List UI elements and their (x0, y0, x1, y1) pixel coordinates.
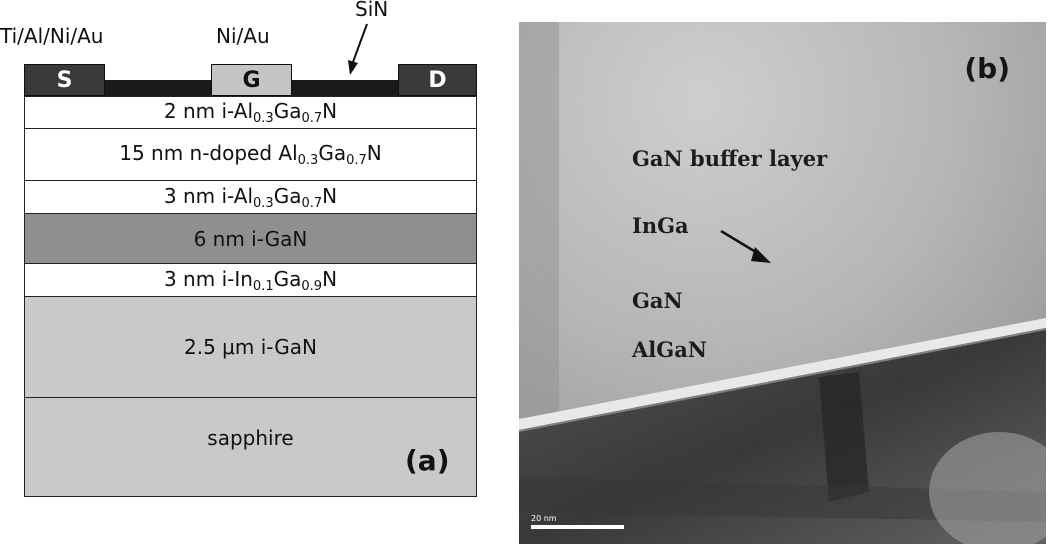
gan-buffer-label: GaN buffer layer (632, 146, 828, 171)
drain-contact-label: D (428, 67, 447, 93)
layer-ingan: 3 nm i-In0.1Ga0.9N (24, 263, 477, 296)
scale-bar (531, 525, 624, 529)
sin-label: SiN (355, 0, 389, 21)
tem-micrograph: (b) GaN buffer layer InGa GaN AlGaN 20 n… (519, 22, 1046, 544)
drain-contact: D (398, 64, 477, 96)
layer-algan-spacer: 3 nm i-Al0.3Ga0.7N (24, 180, 477, 213)
layer-algan-cap: 2 nm i-Al0.3Ga0.7N (24, 96, 477, 128)
tem-image (519, 22, 1046, 544)
layer-sapphire: sapphire (24, 397, 477, 497)
scale-bar-label: 20 nm (531, 514, 557, 523)
gate-contact-label: G (242, 67, 261, 93)
gate-contact: G (211, 64, 292, 96)
layer-gan-buffer: 2.5 μm i-GaN (24, 296, 477, 397)
gan-label: GaN (632, 288, 683, 313)
algan-label: AlGaN (632, 337, 708, 362)
source-contact: S (24, 64, 105, 96)
inga-arrow-icon (720, 229, 771, 263)
inga-label: InGa (632, 213, 689, 238)
source-contact-label: S (56, 67, 73, 93)
sin-arrow-icon (348, 23, 368, 75)
panel-a-label: (a) (405, 444, 450, 477)
gate-metal-label: Ni/Au (216, 24, 270, 48)
panel-b-label: (b) (964, 52, 1010, 85)
layer-gan-channel: 6 nm i-GaN (24, 213, 477, 263)
layer-algan-doped: 15 nm n-doped Al0.3Ga0.7N (24, 128, 477, 180)
source-metal-label: Ti/Al/Ni/Au (0, 24, 104, 48)
